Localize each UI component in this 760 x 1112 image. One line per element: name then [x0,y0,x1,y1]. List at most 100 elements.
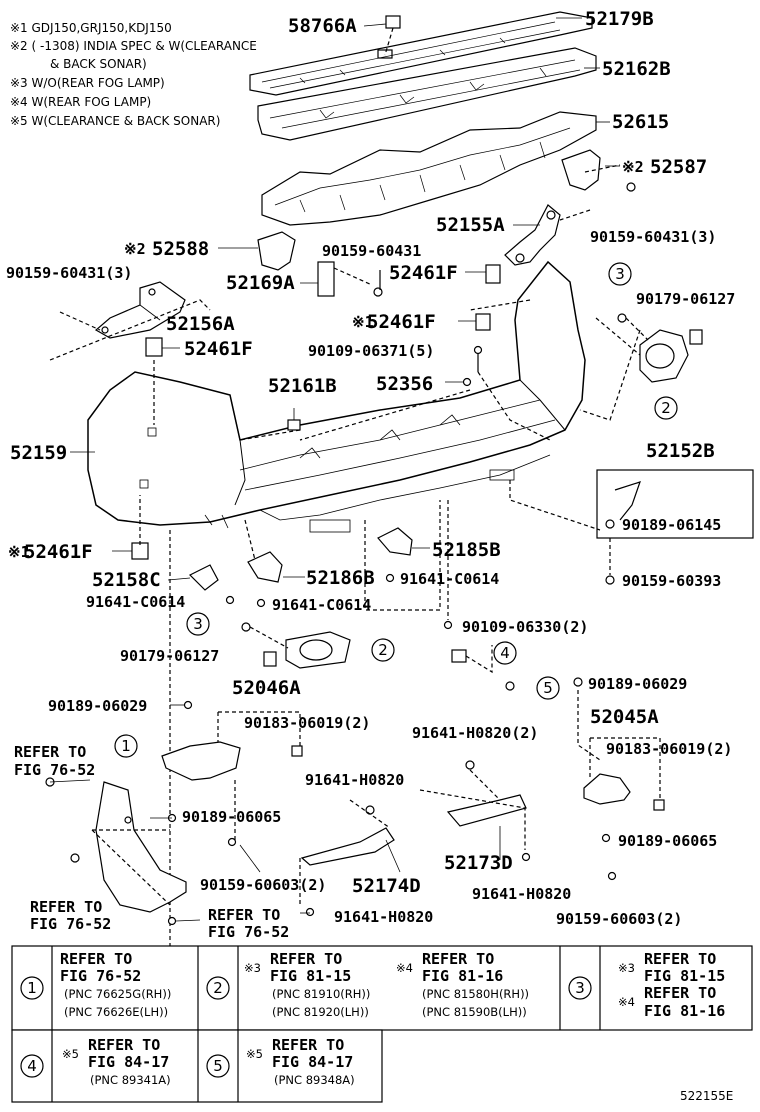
figure-code: 522155E [680,1089,733,1103]
table-c1-l2: FIG 76-52 [60,967,141,985]
part-52588-shape [257,231,296,271]
table-c3-l1: REFER TO [644,950,716,968]
label-52158c: 52158C [92,569,161,591]
table-c2a-l2: FIG 81-15 [270,967,351,985]
label-90159-60431: 90159-60431 [322,242,421,260]
label-90189-06145: 90189-06145 [622,516,721,534]
marker-2-circle-right [654,396,678,420]
table-c5-mark: ※5 [246,1047,263,1061]
refer-1-line1: REFER TO [14,743,86,761]
label-52461f-a: 52461F [389,262,458,284]
marker-4-circle [493,641,517,665]
part-52159-bumper [87,260,586,533]
part-52461f-clip-3 [145,337,163,357]
label-52615: 52615 [612,111,669,133]
label-52185b: 52185B [432,539,501,561]
label-52461f-c: 52461F [184,338,253,360]
table-c2a-s1: (PNC 81910(RH)) [272,987,370,1001]
part-52046a-shape [161,741,303,781]
refer-3-line1: REFER TO [208,906,280,924]
label-91641-c0614-c: 91641-C0614 [272,596,371,614]
table-c2b-l1: REFER TO [422,950,494,968]
part-52461f-clip-2 [475,313,491,331]
marker-3-circle-right [608,262,632,286]
label-52356: 52356 [376,373,433,395]
label-91641-c0614-a: 91641-C0614 [400,570,499,588]
part-52461f-clip-4 [131,542,149,560]
label-90159-60431-3-right: 90159-60431(3) [590,228,716,246]
label-52162b: 52162B [602,58,671,80]
refer-3-line2: FIG 76-52 [208,923,289,941]
part-52045a-shape [583,773,665,811]
label-90189-06029-right: 90189-06029 [588,675,687,693]
table-num-5: 5 [213,1057,223,1075]
marker-3-circle-left [186,612,210,636]
label-52173d: 52173D [444,852,513,874]
label-52046a: 52046A [232,677,301,699]
marker-1-circle [114,734,138,758]
label-90189-06029-left: 90189-06029 [48,697,147,715]
note-1: ※1 GDJ150,GRJ150,KDJ150 [10,21,172,35]
table-c3-l2: FIG 81-15 [644,967,725,985]
table-c2a-mark: ※3 [244,961,261,975]
part-52156a-shape [94,281,186,339]
note-2-cont: & BACK SONAR) [50,57,147,71]
table-c4-l1: REFER TO [88,1036,160,1054]
label-52161b: 52161B [268,375,337,397]
part-58766a-clip [385,15,401,29]
table-c1-l1: REFER TO [60,950,132,968]
table-c3-l4: FIG 81-16 [644,1002,725,1020]
label-90159-60603-left: 90159-60603(2) [200,876,326,894]
part-52158c-shape [188,564,219,591]
marker-3-left: 3 [193,615,203,633]
label-91641-h0820-a: 91641-H0820 [305,771,404,789]
label-90159-60431-3-left: 90159-60431(3) [6,264,132,282]
table-c1-s2: (PNC 76626E(LH)) [64,1005,168,1019]
label-91641-c0614-b: 91641-C0614 [86,593,185,611]
label-52186b: 52186B [306,567,375,589]
label-90183-06019-left: 90183-06019(2) [244,714,370,732]
refer-1-line2: FIG 76-52 [14,761,95,779]
label-90189-06065-right: 90189-06065 [618,832,717,850]
marker-2-left: 2 [378,641,388,659]
label-52156a: 52156A [166,313,235,335]
part-52169a-shape [317,261,335,297]
marker-2-right: 2 [661,399,671,417]
label-90109-06330: 90109-06330(2) [462,618,588,636]
part-52155a-shape [504,204,561,266]
label-90109-06371: 90109-06371(5) [308,342,434,360]
reference-table [11,945,753,1103]
part-52587-shape [561,149,601,191]
mark-2-52587: ※2 [622,158,644,176]
circled-markers [114,262,678,758]
table-num-1: 1 [27,979,37,997]
marker-4: 4 [500,644,510,662]
note-3: ※3 W/O(REAR FOG LAMP) [10,76,165,90]
part-labels: 58766A 52179B 52162B 52615 ※2 52587 9015… [6,8,735,941]
note-4: ※4 W(REAR FOG LAMP) [10,95,151,109]
label-52587: 52587 [650,156,707,178]
label-91641-h0820-b: 91641-H0820 [472,885,571,903]
part-52615-shape [261,111,597,226]
part-left-lamp [263,631,351,669]
refer-2-line1: REFER TO [30,898,102,916]
label-90179-06127-left: 90179-06127 [120,647,219,665]
part-52174d-shape [300,827,395,866]
leader-58766a [384,27,394,56]
mark-1-52461f: ※1 [352,313,374,331]
part-52179b-shape [249,11,593,96]
label-52155a: 52155A [436,214,505,236]
label-52588: 52588 [152,238,209,260]
table-c1-s1: (PNC 76625G(RH)) [64,987,171,1001]
part-mudguard [95,781,187,913]
refer-2-line2: FIG 76-52 [30,915,111,933]
label-52179b: 52179B [585,8,654,30]
part-52186b-shape [247,551,283,583]
label-52159: 52159 [10,442,67,464]
label-58766a: 58766A [288,15,357,37]
label-52169a: 52169A [226,272,295,294]
table-c2b-mark: ※4 [396,961,413,975]
mark-1-52461f-d: ※1 [8,543,30,561]
label-91641-h0820-c: 91641-H0820 [334,908,433,926]
